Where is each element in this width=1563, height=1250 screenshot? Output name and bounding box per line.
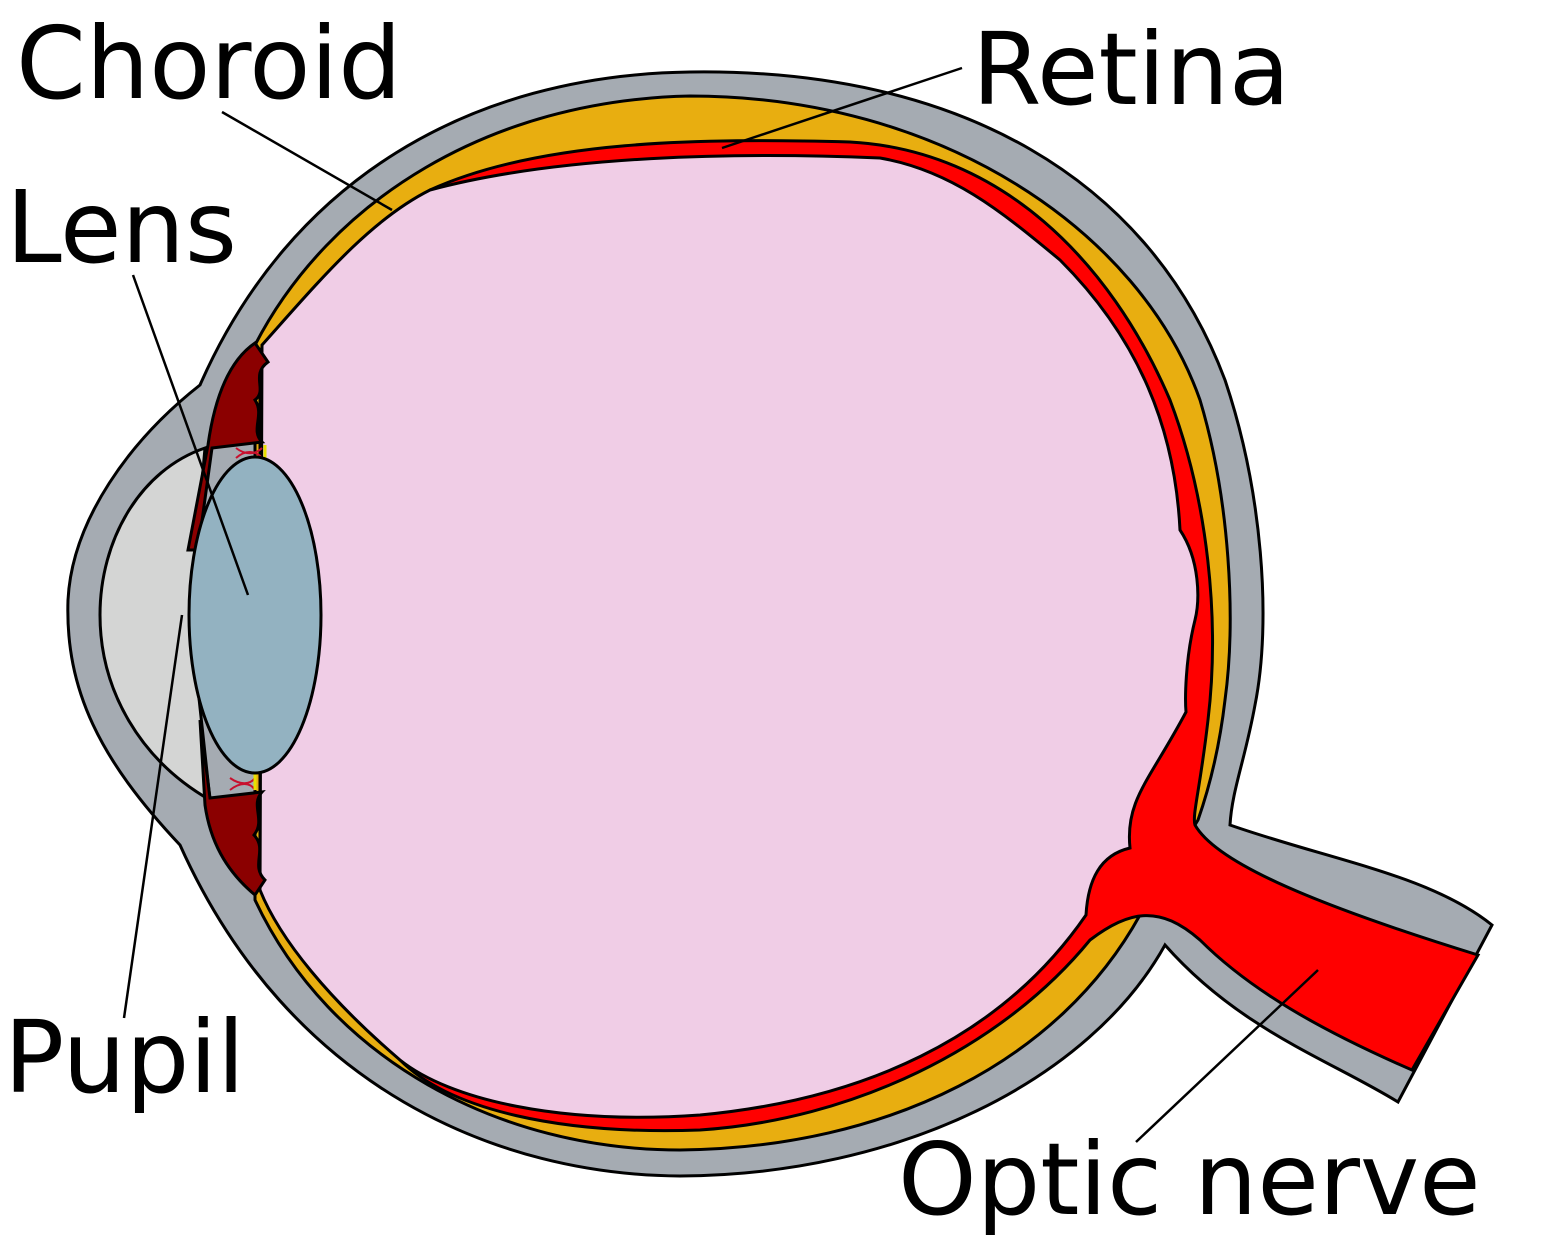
lens-shape — [187, 455, 323, 775]
lens-label: Lens — [6, 169, 237, 286]
optic-nerve-label: Optic nerve — [898, 1121, 1481, 1238]
optic-nerve-leader-line — [1135, 969, 1319, 1143]
choroid-leader-line — [221, 110, 393, 212]
retina-leader-line — [721, 66, 963, 150]
retina-label: Retina — [972, 11, 1291, 128]
vitreous-body-shape — [258, 154, 1200, 1119]
lens-leader-line — [131, 274, 250, 596]
upper-iris-shape — [186, 340, 271, 552]
pupil-label: Pupil — [4, 999, 245, 1116]
lower-iris-shape — [198, 719, 267, 898]
choroid-label: Choroid — [16, 5, 402, 122]
cornea-shape — [98, 445, 212, 803]
pupil-leader-line — [122, 614, 184, 1019]
